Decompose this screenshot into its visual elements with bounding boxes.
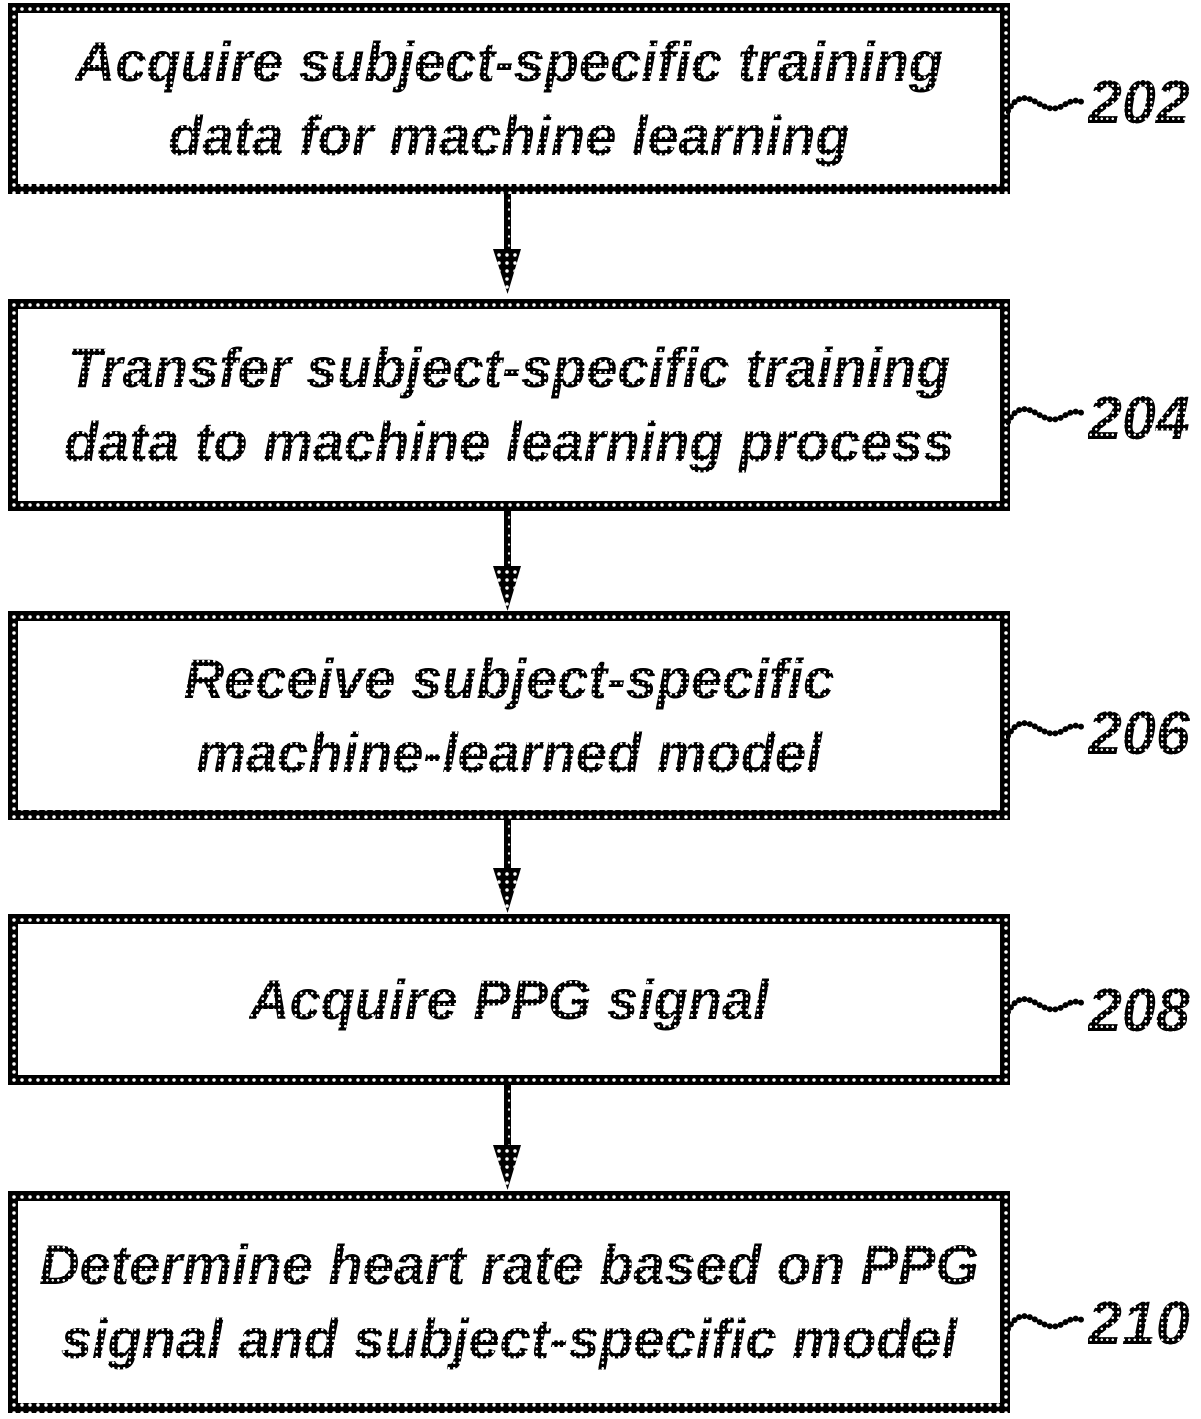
leader-line-206 [1006, 720, 1086, 739]
step-label-line: data for machine learning [168, 103, 850, 167]
flow-step-204-label: Transfer subject-specific training data … [64, 331, 954, 479]
flow-step-208: Acquire PPG signal [8, 914, 1010, 1085]
flow-step-206-panel: Receive subject-specific machine-learned… [18, 621, 1000, 810]
arrow-down-icon [493, 868, 521, 913]
flow-step-206-label: Receive subject-specific machine-learned… [184, 642, 835, 790]
flow-step-208-label: Acquire PPG signal [249, 963, 769, 1037]
step-label-line: machine-learned model [196, 720, 822, 784]
leader-line-204 [1006, 406, 1086, 425]
leader-line-210 [1006, 1313, 1086, 1332]
ref-numeral-208: 208 [1088, 976, 1190, 1044]
ref-numeral-202: 202 [1088, 68, 1190, 136]
arrow-stem [504, 194, 511, 250]
arrow-down-icon [493, 249, 521, 294]
flow-step-206: Receive subject-specific machine-learned… [8, 611, 1010, 820]
leader-line-202 [1006, 95, 1086, 114]
flow-step-204: Transfer subject-specific training data … [8, 299, 1010, 511]
leader-line-208 [1006, 996, 1086, 1015]
flow-step-210-label: Determine heart rate based on PPG signal… [39, 1228, 979, 1376]
ref-numeral-210: 210 [1088, 1289, 1190, 1357]
arrow-stem [504, 1085, 511, 1147]
ref-numeral-204: 204 [1088, 384, 1190, 452]
flow-step-204-panel: Transfer subject-specific training data … [18, 309, 1000, 501]
step-label-line: Receive subject-specific [183, 646, 835, 710]
step-label-line: Determine heart rate based on PPG [39, 1233, 979, 1296]
step-label-line: Acquire subject-specific training [74, 29, 944, 93]
arrow-stem [504, 511, 511, 567]
step-label-line: signal and subject-specific model [60, 1307, 958, 1370]
ref-numeral-206: 206 [1088, 699, 1190, 767]
flow-step-208-panel: Acquire PPG signal [18, 924, 1000, 1075]
step-label-line: Transfer subject-specific training [67, 336, 951, 399]
step-label-line: Acquire PPG signal [249, 967, 769, 1031]
arrow-stem [504, 820, 511, 870]
arrow-down-icon [493, 566, 521, 611]
arrow-down-icon [493, 1145, 521, 1190]
step-label-line: data to machine learning process [63, 410, 955, 473]
flow-step-202: Acquire subject-specific training data f… [8, 3, 1010, 194]
flow-step-210: Determine heart rate based on PPG signal… [8, 1191, 1010, 1413]
flow-step-202-panel: Acquire subject-specific training data f… [18, 13, 1000, 184]
flow-step-210-panel: Determine heart rate based on PPG signal… [18, 1201, 1000, 1403]
flow-step-202-label: Acquire subject-specific training data f… [75, 25, 943, 173]
